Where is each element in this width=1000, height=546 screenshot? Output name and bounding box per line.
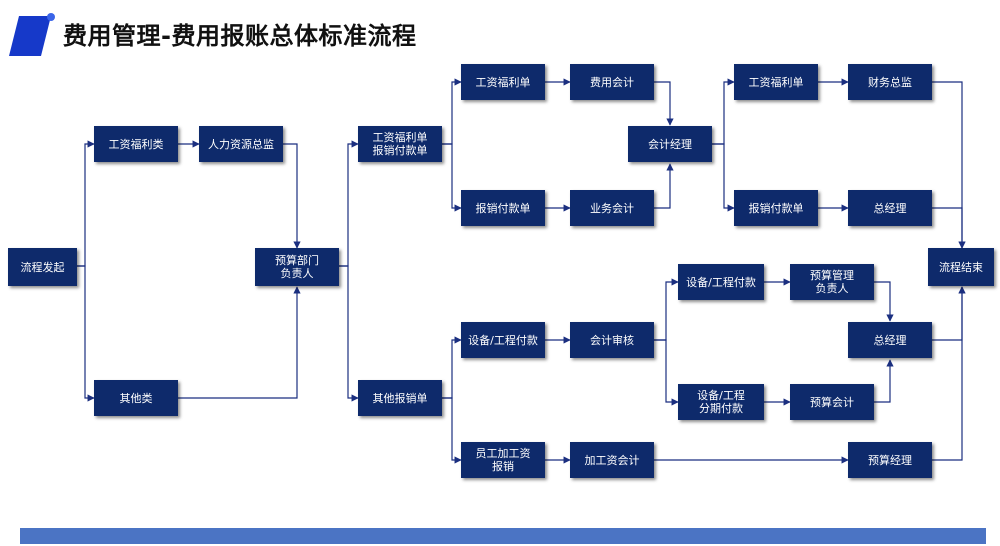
edge-acctmgr-reimpay2 xyxy=(712,143,735,212)
edge-acctmgr-salary3 xyxy=(712,78,735,145)
node-hr-director: 人力资源总监 xyxy=(199,126,283,162)
edge-budgetmgr-end xyxy=(932,286,966,461)
node-general-manager-a: 总经理 xyxy=(848,190,932,226)
node-equipment-payment: 设备/工程付款 xyxy=(461,322,545,358)
edge-review-equip2 xyxy=(654,278,679,341)
node-accounting-review: 会计审核 xyxy=(570,322,654,358)
node-salary-welfare-type: 工资福利类 xyxy=(94,126,178,162)
page-title: 费用管理-费用报账总体标准流程 xyxy=(63,22,417,50)
edge-findir-end xyxy=(932,81,966,249)
edge-gm1-end xyxy=(932,207,966,249)
node-other-reimburse-form: 其他报销单 xyxy=(358,380,442,416)
edge-gm2-end xyxy=(932,286,966,341)
node-equipment-payment-b: 设备/工程付款 xyxy=(678,264,764,300)
node-budget-accountant: 预算会计 xyxy=(790,384,874,420)
node-overtime-accountant: 加工资会计 xyxy=(570,442,654,478)
edge-otherreim-overtime xyxy=(442,397,462,464)
node-reimburse-pay-b: 报销付款单 xyxy=(734,190,818,226)
node-budget-manager: 预算经理 xyxy=(848,442,932,478)
edge-start-salary1 xyxy=(77,140,95,267)
edge-salaryreim-reimpay1 xyxy=(442,143,462,212)
node-other-type: 其他类 xyxy=(94,380,178,416)
edge-otherreim-equip xyxy=(442,336,462,399)
edge-start-other1 xyxy=(77,265,95,402)
node-overtime-reimburse: 员工加工资 报销 xyxy=(461,442,545,478)
node-flow-start: 流程发起 xyxy=(8,248,77,286)
node-reimburse-pay-a: 报销付款单 xyxy=(461,190,545,226)
node-budget-dept-head: 预算部门 负责人 xyxy=(255,248,339,286)
node-salary-form-b: 工资福利单 xyxy=(734,64,818,100)
logo-icon xyxy=(9,13,55,56)
node-equipment-installment: 设备/工程 分期付款 xyxy=(678,384,764,420)
edge-hr-budget xyxy=(283,143,301,249)
node-business-accountant: 业务会计 xyxy=(570,190,654,226)
node-salary-form-a: 工资福利单 xyxy=(461,64,545,100)
edge-budget-salaryreim xyxy=(339,140,359,267)
node-flow-end: 流程结束 xyxy=(928,248,994,286)
edge-budgetmgmt-gm2 xyxy=(874,281,894,322)
edge-salaryreim-salary2 xyxy=(442,78,462,145)
node-budget-management-head: 预算管理 负责人 xyxy=(790,264,874,300)
node-accounting-manager: 会计经理 xyxy=(628,126,712,162)
edge-bizacct-acctmgr xyxy=(654,163,674,209)
edge-review-install xyxy=(654,339,679,406)
edge-other1-budget xyxy=(178,286,301,399)
edge-feeacct-acctmgr xyxy=(654,81,674,126)
node-general-manager-b: 总经理 xyxy=(848,322,932,358)
node-finance-director: 财务总监 xyxy=(848,64,932,100)
footer-bar xyxy=(20,528,986,544)
node-salary-reimburse-form: 工资福利单 报销付款单 xyxy=(358,126,442,162)
edge-budgetacct-gm2 xyxy=(874,359,894,403)
node-expense-accountant: 费用会计 xyxy=(570,64,654,100)
edge-budget-otherreim xyxy=(339,265,359,402)
